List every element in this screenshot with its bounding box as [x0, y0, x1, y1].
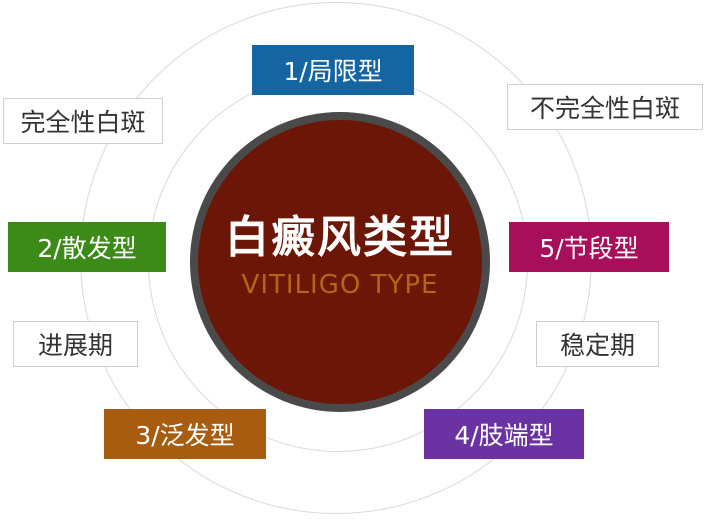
category-incomplete-label: 不完全性白斑: [507, 84, 703, 130]
stage-progressive-label: 进展期: [13, 321, 138, 367]
type-segmental-label: 5/节段型: [509, 222, 669, 272]
center-title: 白癜风类型: [225, 212, 455, 263]
type-scattered-label: 2/散发型: [8, 222, 166, 272]
center-circle: 白癜风类型 VITILIGO TYPE: [198, 120, 482, 404]
type-localized-label: 1/局限型: [252, 45, 414, 95]
center-subtitle: VITILIGO TYPE: [241, 270, 439, 300]
category-complete-label: 完全性白斑: [3, 98, 163, 144]
type-acral-label: 4/肢端型: [424, 409, 584, 459]
type-generalized-label: 3/泛发型: [104, 409, 266, 459]
stage-stable-label: 稳定期: [536, 321, 659, 367]
